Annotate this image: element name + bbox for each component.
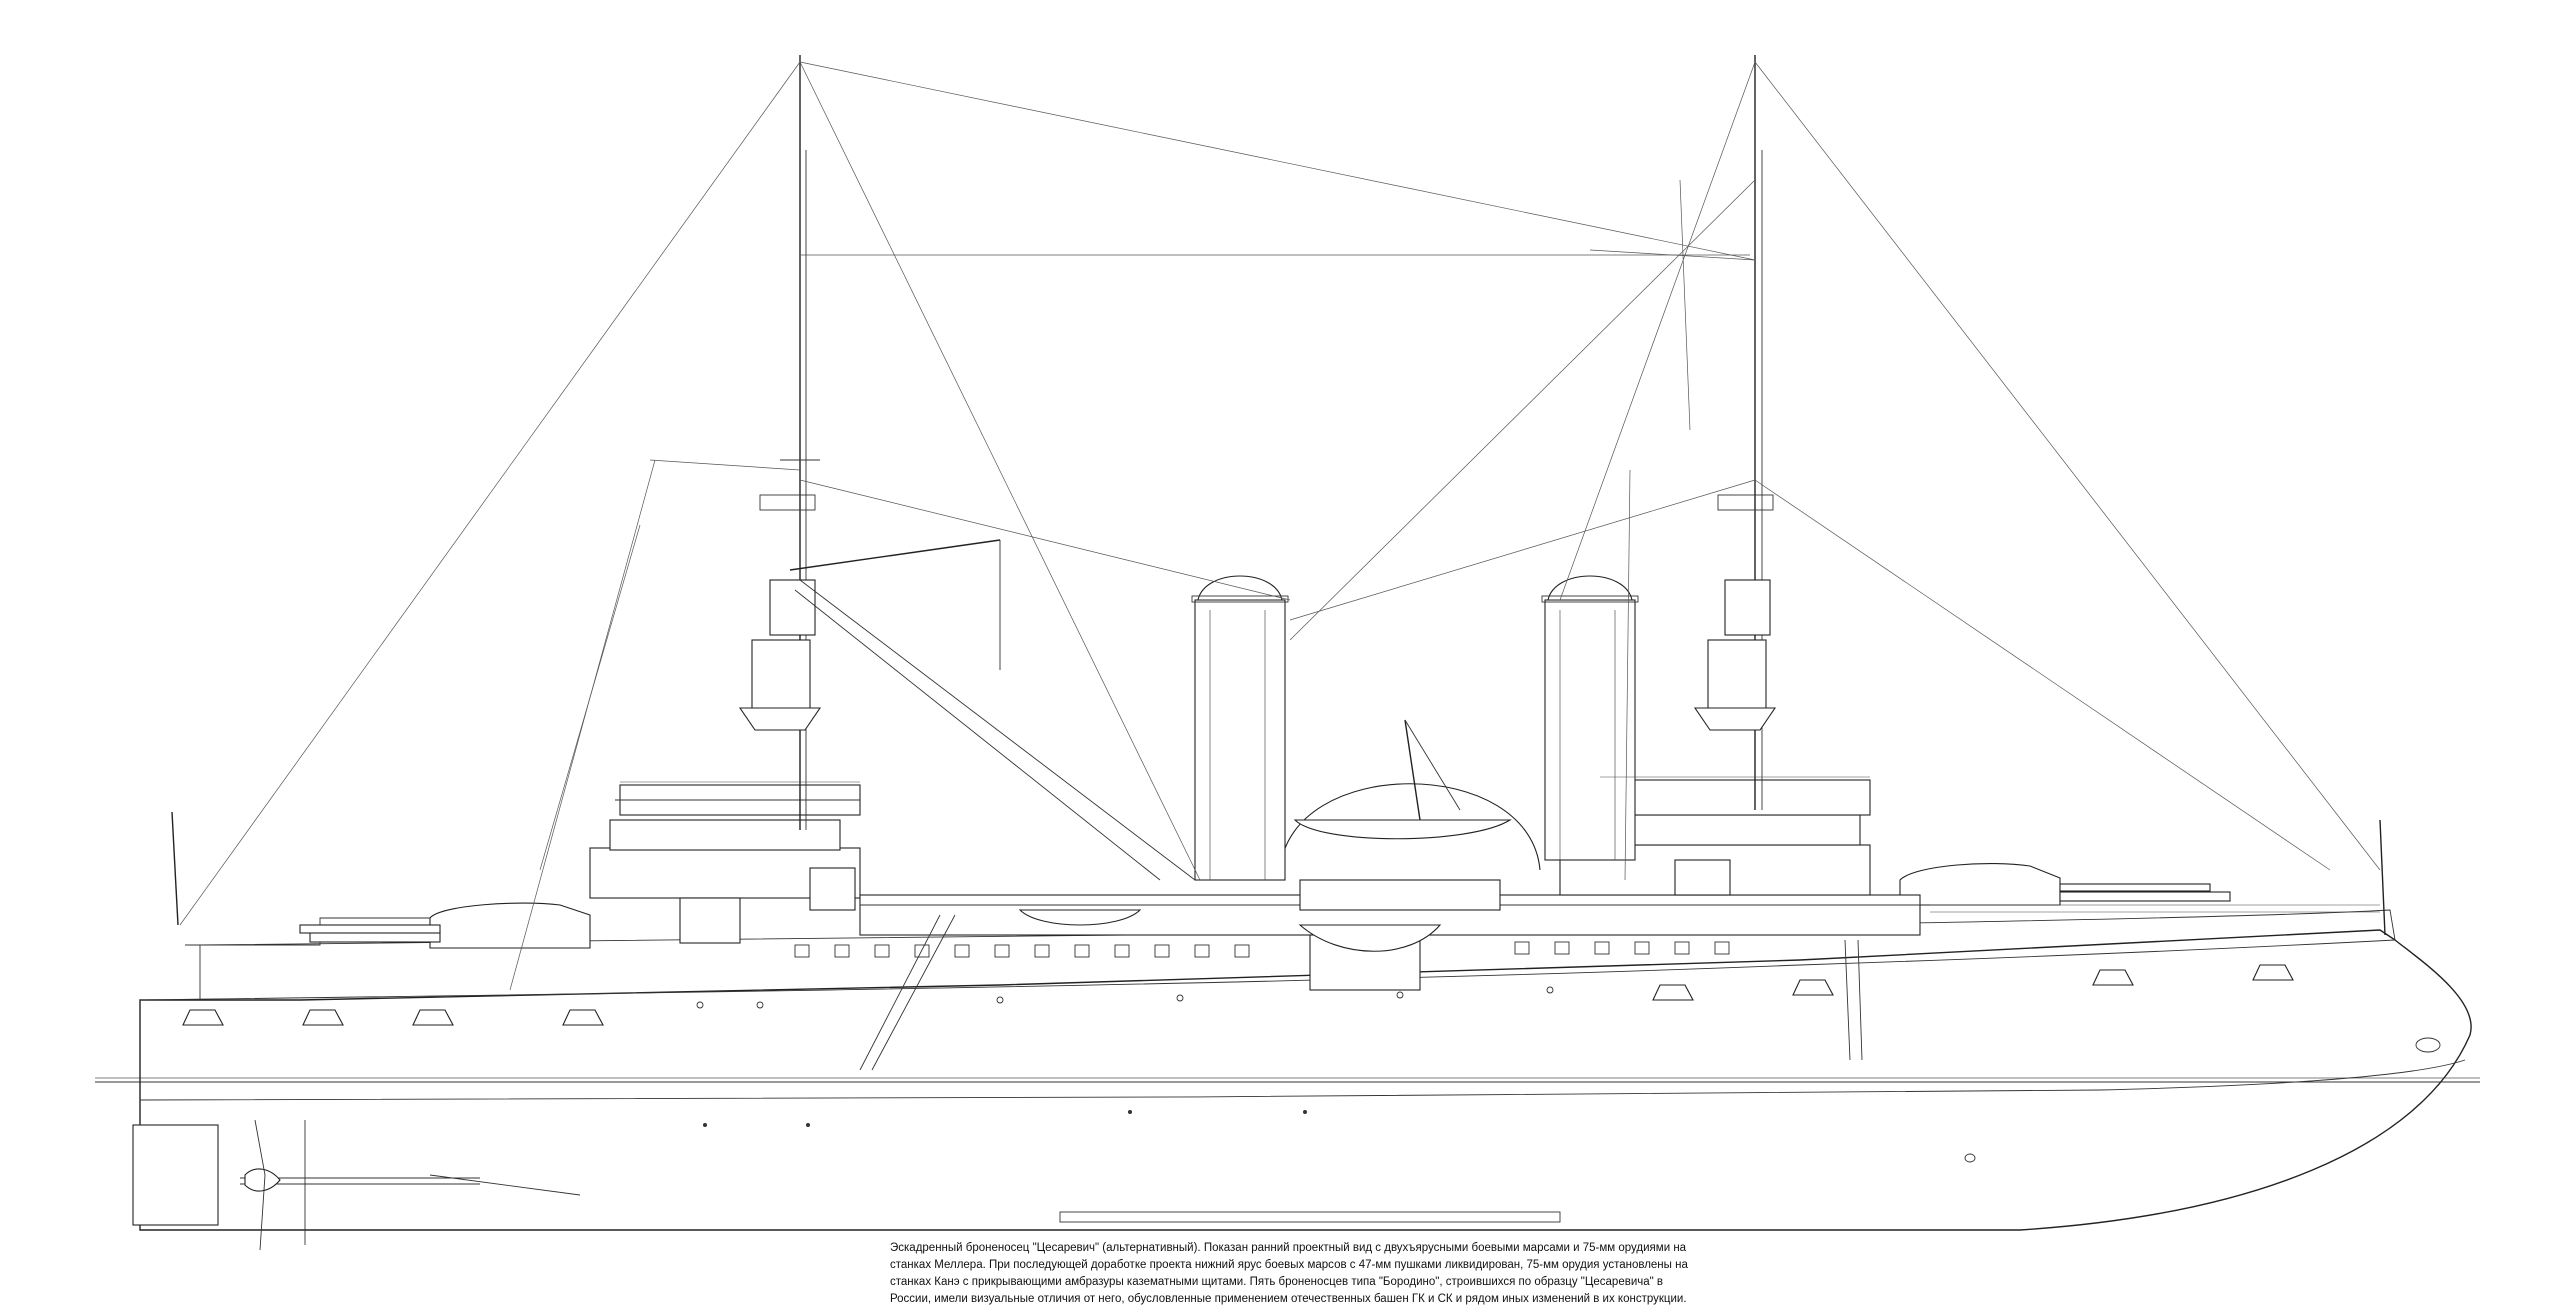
aft-funnel <box>1541 575 1639 861</box>
midships-superstructure <box>859 783 1921 991</box>
waterline <box>95 1077 2480 1083</box>
accommodation-ladders <box>859 914 1863 1071</box>
boats <box>1018 819 1512 952</box>
foremast <box>738 55 822 830</box>
forward-main-turret <box>299 902 591 949</box>
caption-line: станках Канэ с прикрывающими амбразуры к… <box>890 1276 1664 1288</box>
mainmast <box>1693 55 1777 810</box>
drawing-caption: Эскадренный броненосец "Цесаревич" (альт… <box>890 1240 1690 1308</box>
caption-line: России, имели визуальные отличия от него… <box>890 1293 1687 1305</box>
caption-line: станках Меллера. При последующей доработ… <box>890 1259 1688 1271</box>
boat-derricks <box>789 539 1461 881</box>
deck-rails <box>620 776 2380 913</box>
caption-line: Эскадренный броненосец "Цесаревич" (альт… <box>890 1242 1687 1254</box>
forward-funnel <box>1191 575 1289 881</box>
flagstaffs <box>171 811 2386 936</box>
rigging <box>179 61 2381 991</box>
forward-superstructure <box>589 784 861 944</box>
aft-main-turret <box>1899 862 2231 906</box>
